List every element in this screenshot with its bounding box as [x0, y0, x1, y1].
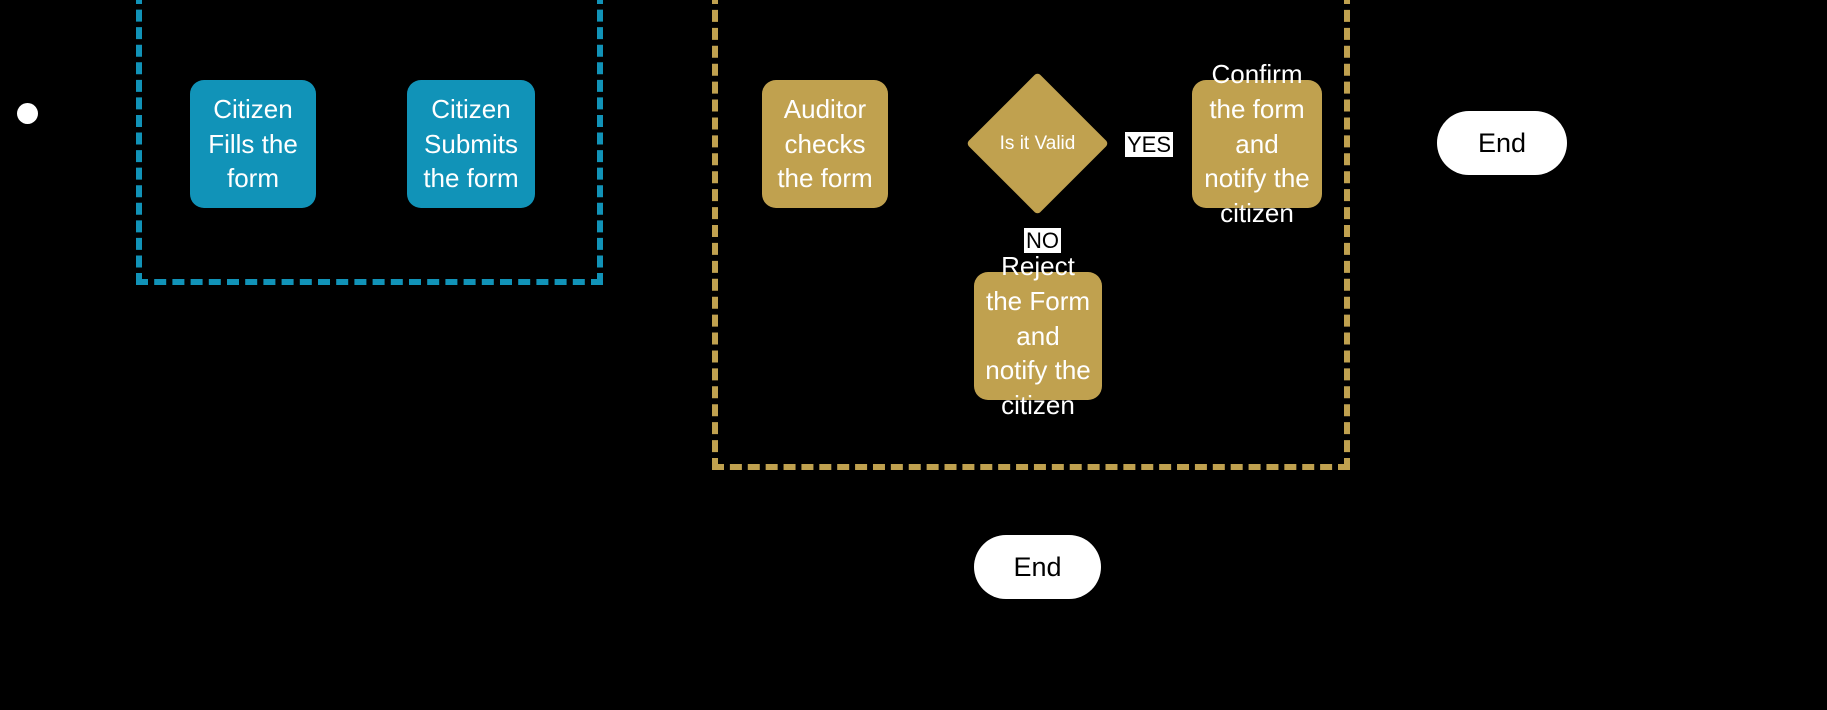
node-end-bottom-label: End: [1013, 551, 1062, 582]
node-is-it-valid-decision[interactable]: Is it Valid: [966, 72, 1109, 215]
start-node[interactable]: [17, 103, 38, 124]
edge-label-no: NO: [1024, 228, 1061, 254]
edge-label-yes: YES: [1125, 132, 1174, 158]
node-citizen-fills-form-label: Citizen Fills the form: [208, 93, 298, 194]
node-confirm-form-notify-citizen[interactable]: Confirm the form and notify the citizen: [1192, 59, 1322, 228]
node-auditor-checks-form[interactable]: Auditor checks the form: [762, 80, 888, 208]
node-end-right[interactable]: End: [1437, 111, 1567, 175]
node-reject-form-notify-citizen-label: Reject the Form and notify the citizen: [985, 250, 1091, 421]
node-end-bottom[interactable]: End: [974, 535, 1101, 599]
node-citizen-fills-form[interactable]: Citizen Fills the form: [190, 80, 316, 208]
citizen-lane-container: [136, 0, 603, 285]
auditor-lane-container: [712, 0, 1350, 470]
node-is-it-valid-label: Is it Valid: [999, 132, 1076, 154]
node-reject-form-notify-citizen[interactable]: Reject the Form and notify the citizen: [974, 251, 1102, 420]
node-citizen-submits-form[interactable]: Citizen Submits the form: [407, 80, 535, 208]
node-citizen-submits-form-label: Citizen Submits the form: [423, 93, 519, 194]
node-confirm-form-notify-citizen-label: Confirm the form and notify the citizen: [1204, 58, 1310, 229]
node-auditor-checks-form-label: Auditor checks the form: [777, 93, 873, 194]
node-end-right-label: End: [1477, 127, 1527, 158]
